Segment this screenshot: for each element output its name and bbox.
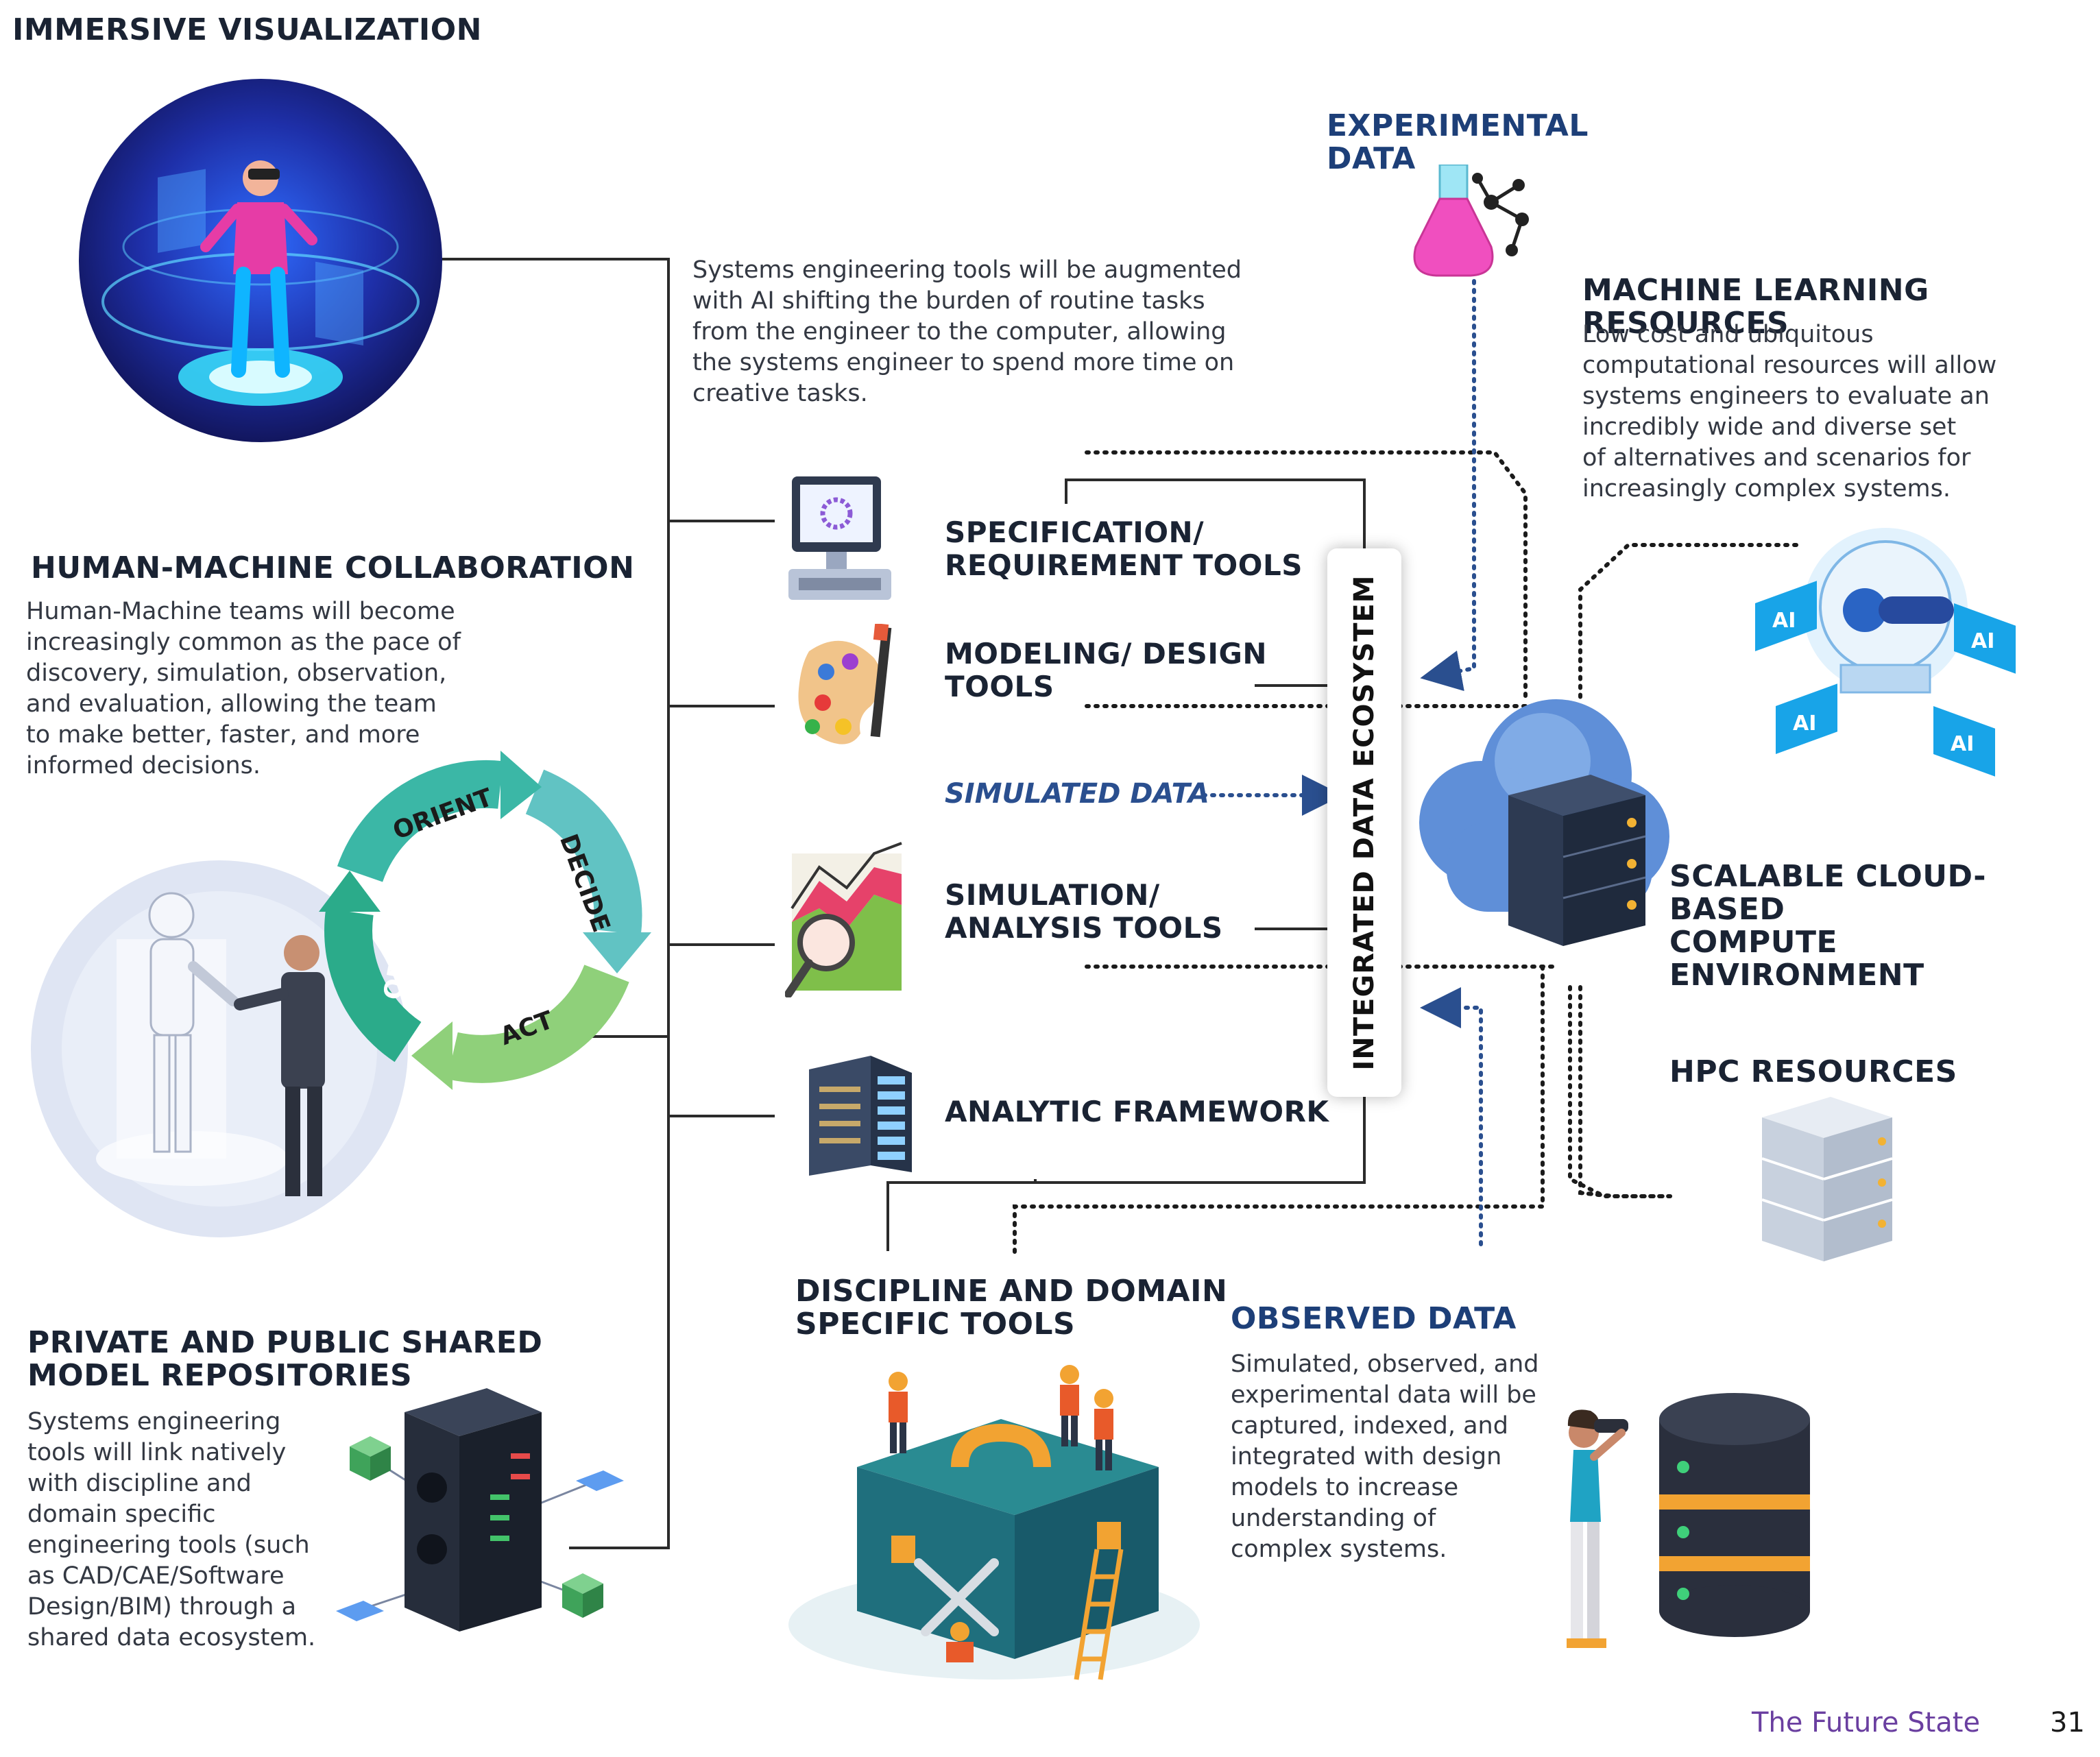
ai-robot-head-illustration: AI AI AI AI	[1755, 528, 2016, 777]
modeling-tools-label: MODELING/ DESIGN TOOLS	[945, 637, 1268, 703]
vr-sphere-illustration	[79, 79, 442, 442]
ai-chip-label: AI	[1793, 712, 1816, 736]
ai-chip-label: AI	[1971, 629, 1994, 653]
ooda-observe-label: OBSERVE	[378, 870, 429, 1002]
simulation-tools-label: SIMULATION/ ANALYSIS TOOLS	[945, 878, 1223, 945]
ml-title: MACHINE LEARNING RESOURCES	[1582, 273, 1929, 341]
discipline-title: DISCIPLINE AND DOMAIN SPECIFIC TOOLS	[795, 1274, 1228, 1342]
ml-paragraph: Low cost and ubiquitous computational re…	[1582, 321, 1997, 502]
ooda-orient-arrow	[337, 760, 503, 883]
human-robot-illustration	[31, 860, 408, 1237]
immersive-title: IMMERSIVE VISUALIZATION	[12, 12, 482, 47]
chart-magnifier-icon	[785, 842, 902, 997]
ooda-observe-arrow	[324, 908, 422, 1063]
integrated-data-ecosystem-bar: INTEGRATED DATA ECOSYSTEM	[1327, 548, 1401, 1097]
ai-chip-label: AI	[1772, 609, 1796, 633]
analytic-framework-label: ANALYTIC FRAMEWORK	[945, 1095, 1329, 1128]
server-rack-icon	[809, 1056, 912, 1176]
ai-chip-label: AI	[1951, 732, 1974, 756]
repos-paragraph: Systems engineering tools will link nati…	[27, 1408, 316, 1651]
observed-title: OBSERVED DATA	[1231, 1301, 1517, 1336]
spec-tools-label: SPECIFICATION/ REQUIREMENT TOOLS	[945, 516, 1303, 582]
repos-title: PRIVATE AND PUBLIC SHARED MODEL REPOSITO…	[27, 1325, 543, 1393]
ooda-decide-arrow	[525, 769, 642, 936]
simulated-data-label: SIMULATED DATA	[945, 778, 1209, 810]
page-number: 31	[2050, 1707, 2085, 1738]
hmc-paragraph: Human-Machine teams will become increasi…	[26, 598, 461, 779]
experimental-title: EXPERIMENTAL DATA	[1327, 108, 1589, 176]
observed-paragraph: Simulated, observed, and experimental da…	[1231, 1350, 1539, 1563]
repository-server-illustration	[336, 1388, 624, 1632]
hmc-title: HUMAN-MACHINE COLLABORATION	[31, 550, 635, 585]
cloud-server-illustration	[1419, 699, 1669, 946]
intro-paragraph: Systems engineering tools will be augmen…	[692, 256, 1242, 407]
toolbox-workers-illustration	[788, 1365, 1200, 1680]
cloud-title: SCALABLE CLOUD-BASED COMPUTE ENVIRONMENT	[1669, 859, 1987, 993]
database-cylinder-icon	[1659, 1393, 1810, 1637]
person-binoculars-illustration	[1567, 1409, 1628, 1648]
ooda-loop-diagram: ORIENT DECIDE ACT OBSERVE	[319, 751, 651, 1090]
flask-molecule-icon	[1413, 165, 1529, 277]
ecosystem-label: INTEGRATED DATA ECOSYSTEM	[1349, 574, 1380, 1071]
hpc-title: HPC RESOURCES	[1669, 1054, 1957, 1089]
ooda-act-arrow	[447, 964, 629, 1083]
footer-title: The Future State	[1752, 1707, 1981, 1738]
palette-brush-icon	[798, 624, 892, 744]
monitor-gear-icon	[788, 476, 891, 600]
hpc-server-icon	[1761, 1097, 1893, 1261]
